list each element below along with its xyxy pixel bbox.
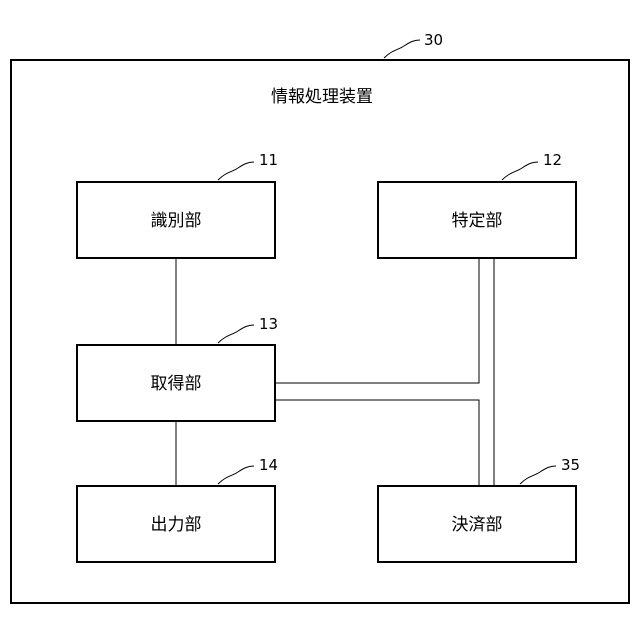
block-settlement-ref-number: 35 [561, 456, 580, 474]
block-output-ref-number: 14 [259, 456, 278, 474]
device-ref-leader [384, 40, 420, 58]
block-acquisition-label: 取得部 [151, 374, 202, 394]
block-settlement-label: 決済部 [452, 515, 503, 535]
block-output-label: 出力部 [151, 515, 202, 535]
block-identification-label: 識別部 [151, 211, 202, 231]
block-acquisition-ref-number: 13 [259, 315, 278, 333]
device-title: 情報処理装置 [271, 87, 373, 107]
block-specification-ref-number: 12 [543, 151, 562, 169]
block-identification-ref-number: 11 [259, 151, 278, 169]
block-specification-label: 特定部 [452, 211, 503, 231]
device-ref-number: 30 [424, 31, 443, 49]
